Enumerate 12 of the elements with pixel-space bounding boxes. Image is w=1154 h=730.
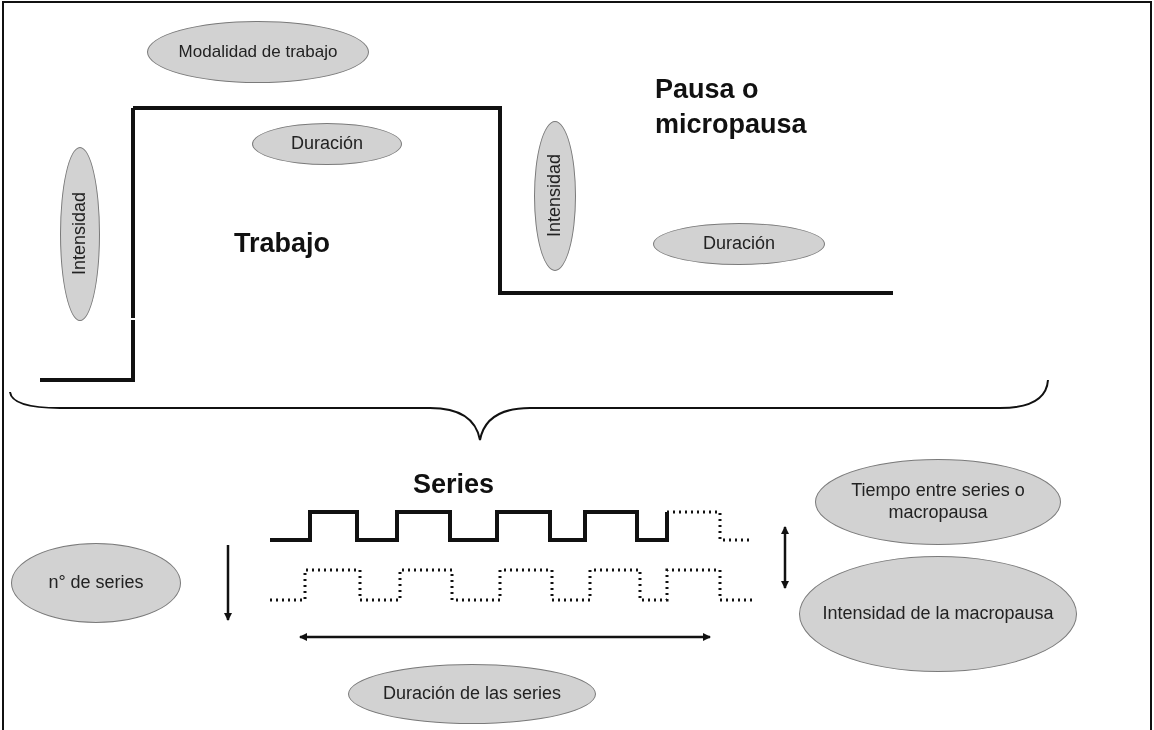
node-label: Duración de las series: [382, 683, 562, 705]
heading-label: Pausa o micropausa: [655, 73, 808, 142]
node-label: Intensidad de la macropausa: [822, 603, 1054, 625]
node-label: n° de series: [48, 572, 144, 594]
heading-label: Trabajo: [234, 227, 332, 260]
node-label: Modalidad de trabajo: [178, 41, 338, 63]
heading-label: Series: [413, 468, 496, 501]
node-label: Intensidad: [544, 154, 566, 238]
node-label: Tiempo entre series o macropausa: [850, 480, 1026, 524]
node-label: Duración: [290, 133, 363, 155]
node-label: Duración: [702, 233, 775, 255]
node-label: Intensidad: [69, 192, 91, 276]
